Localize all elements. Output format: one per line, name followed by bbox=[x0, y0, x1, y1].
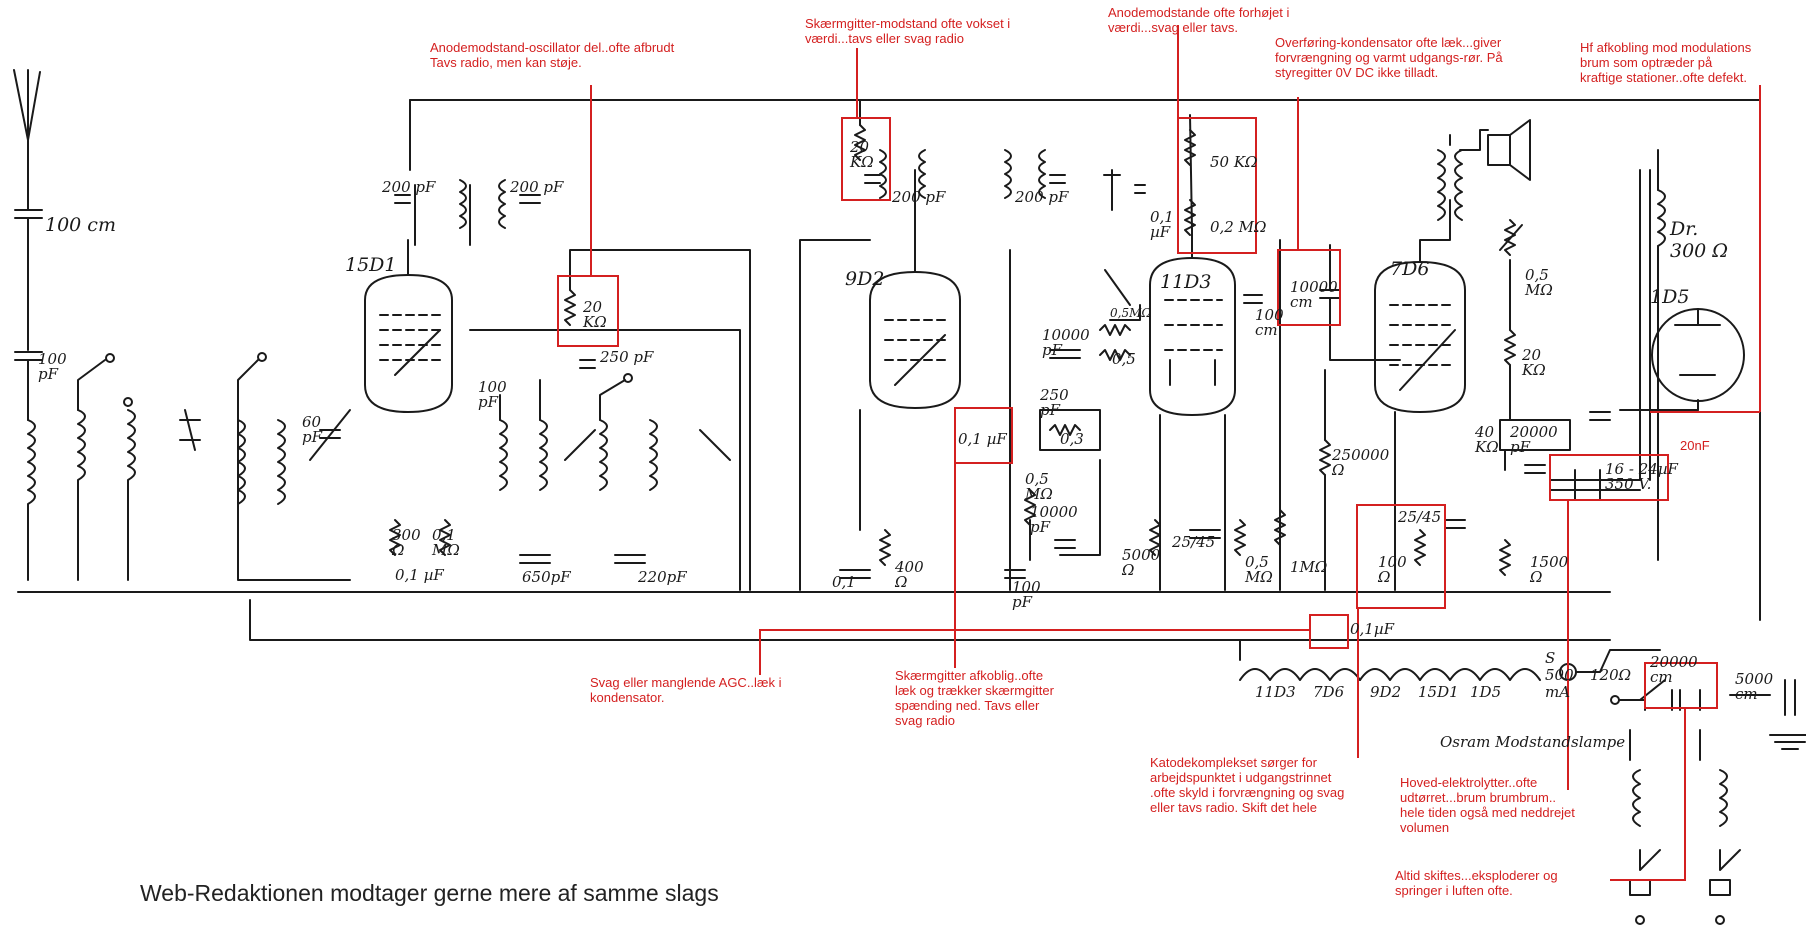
label-r-05m-a: 0,5MΩ bbox=[1110, 306, 1152, 320]
label-r-40k: 40 KΩ bbox=[1475, 423, 1499, 456]
label-c-20000pf: 20000 pF bbox=[1510, 423, 1558, 456]
label-r-02m: 0,2 MΩ bbox=[1210, 218, 1267, 236]
label-heater-7D6: 7D6 bbox=[1313, 683, 1345, 701]
tube-9D2 bbox=[799, 99, 1066, 591]
box-cathode-complex bbox=[1356, 504, 1446, 609]
label-c-100pf-c: 100 pF bbox=[1012, 578, 1041, 611]
rf-coils-left bbox=[179, 352, 351, 581]
label-c-220pf: 220pF bbox=[638, 568, 687, 586]
label-heater-11D3: 11D3 bbox=[1255, 683, 1296, 701]
osc-coils bbox=[394, 179, 541, 246]
label-c-250pf-b: 250 pF bbox=[1040, 386, 1069, 419]
note-osc-resistor: Anodemodstand-oscillator del..ofte afbru… bbox=[430, 40, 675, 70]
label-c-10000pf-b: 10000 pF bbox=[1030, 503, 1078, 536]
label-r-250000: 250000 Ω bbox=[1332, 446, 1390, 479]
label-r-20k-osc: 20 KΩ bbox=[583, 298, 607, 331]
label-c-60pf: 60 pF bbox=[302, 413, 323, 446]
label-c-25-45-a: 25/45 bbox=[1172, 533, 1216, 551]
footer-text: Web-Redaktionen modtager gerne mere af s… bbox=[140, 880, 719, 906]
antenna-symbol bbox=[13, 69, 43, 421]
label-c-01uf-d: 0,1 µF bbox=[1150, 208, 1174, 241]
label-c-10000pf: 10000 pF bbox=[1042, 326, 1090, 359]
label-r-20k-b: 20 KΩ bbox=[1522, 346, 1546, 379]
label-r-5000: 5000 Ω bbox=[1122, 546, 1161, 579]
label-tube-7D6: 7D6 bbox=[1390, 258, 1430, 280]
box-coupling-cap bbox=[1277, 249, 1341, 326]
label-choke: Dr. 300 Ω bbox=[1670, 218, 1729, 262]
label-c-01uf-a: 0,1 µF bbox=[395, 566, 444, 584]
note-screen-decoupling: Skærmgitter afkoblig..ofte læk og trække… bbox=[895, 668, 1054, 728]
label-c-200pf-a: 200 pF bbox=[382, 178, 436, 196]
label-r-05m-b: 0,5 MΩ bbox=[1025, 470, 1053, 503]
note-agc: Svag eller manglende AGC..læk i kondensa… bbox=[590, 675, 782, 705]
label-r-05m-d: 0,5 MΩ bbox=[1525, 266, 1553, 299]
antenna-coil bbox=[27, 353, 136, 581]
label-resistance-lamp: Osram Modstandslampe bbox=[1440, 733, 1626, 751]
label-r-300: 300 Ω bbox=[392, 526, 421, 559]
label-c-250pf-a: 250 pF bbox=[600, 348, 654, 366]
label-c-25-45-b: 25/45 bbox=[1398, 508, 1442, 526]
box-main-electrolytic bbox=[1549, 454, 1669, 501]
label-c-100cm: 100 cm bbox=[1255, 306, 1284, 339]
label-r-100: 100 Ω bbox=[1378, 553, 1407, 586]
label-20nf: 20nF bbox=[1680, 438, 1710, 453]
note-hf-decoupling: Hf afkobling mod modulations brum som op… bbox=[1580, 40, 1752, 85]
detector-network bbox=[1004, 349, 1101, 579]
label-r-03: 0,3 bbox=[1060, 430, 1084, 448]
label-r-01m: 0,1 MΩ bbox=[432, 526, 460, 559]
label-tube-9D2: 9D2 bbox=[845, 268, 885, 290]
coupling-capacitor bbox=[1319, 244, 1401, 361]
label-r-1m: 1MΩ bbox=[1290, 558, 1328, 576]
osc-coils-mid bbox=[469, 329, 741, 591]
label-c-01-b: 0,1 bbox=[832, 573, 856, 591]
label-antenna-cap: 100 cm bbox=[45, 214, 116, 236]
label-c-200pf-c: 200 pF bbox=[892, 188, 946, 206]
label-heater-1D5: 1D5 bbox=[1470, 683, 1502, 701]
note-main-electrolytic: Hoved-elektrolytter..ofte udtørret...bru… bbox=[1400, 775, 1575, 835]
label-c-100pf: 100 pF bbox=[38, 350, 67, 383]
label-c-100pf-b: 100 pF bbox=[478, 378, 507, 411]
tube-1D5 bbox=[1549, 149, 1745, 561]
label-heater-15D1: 15D1 bbox=[1418, 683, 1459, 701]
label-r-05: 0,5 bbox=[1112, 350, 1136, 368]
label-r-120: 120Ω bbox=[1590, 666, 1632, 684]
label-tube-1D5: 1D5 bbox=[1650, 286, 1690, 308]
note-anode-resistors: Anodemodstande ofte forhøjet i værdi...s… bbox=[1108, 5, 1290, 35]
box-agc-cap bbox=[1309, 614, 1349, 649]
label-r-05m-c: 0,5 MΩ bbox=[1245, 553, 1273, 586]
label-heater-9D2: 9D2 bbox=[1370, 683, 1402, 701]
box-always-replace bbox=[1644, 662, 1718, 709]
osc-resistors bbox=[389, 249, 751, 591]
label-r-50k: 50 KΩ bbox=[1210, 153, 1258, 171]
label-tube-11D3: 11D3 bbox=[1160, 271, 1212, 293]
tube-7D6 bbox=[1319, 119, 1571, 591]
tube-11D3 bbox=[1099, 114, 1331, 591]
label-c-200pf-b: 200 pF bbox=[510, 178, 564, 196]
label-r-20k-screen: 20 KΩ bbox=[850, 138, 874, 171]
label-c-650pf: 650pF bbox=[522, 568, 571, 586]
label-c-200pf-d: 200 pF bbox=[1015, 188, 1069, 206]
label-c-5000cm: 5000 cm bbox=[1735, 670, 1774, 703]
label-fuse: S 500 mA bbox=[1545, 649, 1574, 701]
label-r-400: 400 Ω bbox=[895, 558, 924, 591]
label-c-01uf-e: 0,1µF bbox=[1350, 620, 1395, 638]
label-r-1500: 1500 Ω bbox=[1530, 553, 1569, 586]
label-tube-15D1: 15D1 bbox=[345, 254, 397, 276]
box-screen-decoupling bbox=[954, 407, 1013, 464]
note-screen-resistor: Skærmgitter-modstand ofte vokset i værdi… bbox=[805, 16, 1011, 46]
box-osc-resistor bbox=[557, 275, 619, 347]
annotation-markers bbox=[557, 25, 1761, 881]
box-screen-resistor bbox=[841, 117, 891, 201]
note-coupling-cap: Overføring-kondensator ofte læk...giver … bbox=[1275, 35, 1503, 80]
label-elko: 16 - 24µF 350 V. bbox=[1605, 460, 1678, 493]
tube-15D1 bbox=[364, 239, 453, 413]
note-always-replace: Altid skiftes...eksploderer og springer … bbox=[1395, 868, 1558, 898]
note-cathode-complex: Katodekomplekset sørger for arbejdspunkt… bbox=[1150, 755, 1345, 815]
label-c-20000cm: 20000 cm bbox=[1650, 653, 1698, 686]
label-c-10000cm: 10000 cm bbox=[1290, 278, 1338, 311]
label-c-01uf-c: 0,1 µF bbox=[958, 430, 1007, 448]
